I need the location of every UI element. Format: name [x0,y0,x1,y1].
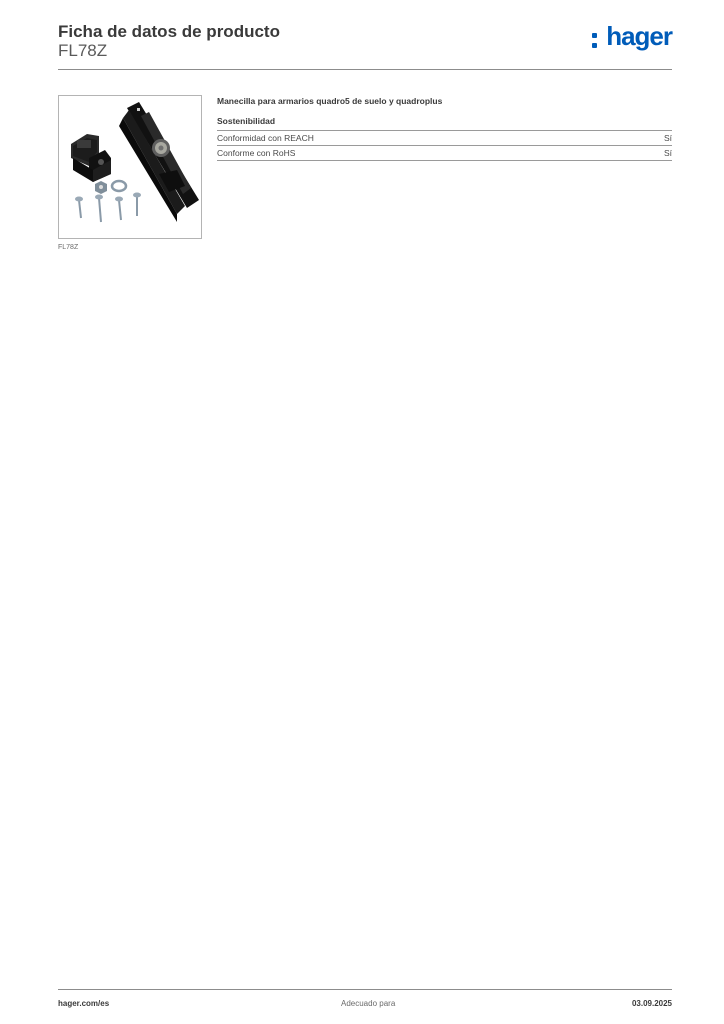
logo-dots-icon [592,33,597,49]
document-title: Ficha de datos de producto [58,22,280,41]
spec-row: Conformidad con REACH Sí [217,131,672,146]
footer-center-text: Adecuado para [341,999,396,1008]
spec-value: Sí [663,133,672,143]
product-reference: FL78Z [58,41,108,60]
page-header: Ficha de datos de producto FL78Z hager [58,20,673,70]
base-block [71,134,111,182]
spec-row: Conforme con RoHS Sí [217,146,672,161]
footer-date: 03.09.2025 [631,999,672,1008]
handle-product-icon [71,102,199,223]
nut-washer [95,179,128,194]
footer-website-link[interactable]: hager.com/es [58,999,110,1008]
screws [78,196,138,223]
hager-logo: hager [592,21,673,54]
product-details: Manecilla para armarios quadro5 de suelo… [217,96,672,161]
page-footer: hager.com/es Adecuado para 03.09.2025 [58,989,672,1014]
product-description: Manecilla para armarios quadro5 de suelo… [217,96,443,106]
spec-value: Sí [663,148,672,158]
spec-label: Conforme con RoHS [217,148,296,158]
image-caption: FL78Z [58,244,79,251]
handle-body [119,102,199,222]
spec-label: Conformidad con REACH [217,133,314,143]
logo-text: hager [606,21,673,51]
section-title-sostenibilidad: Sostenibilidad [217,116,672,131]
product-image [58,95,202,239]
